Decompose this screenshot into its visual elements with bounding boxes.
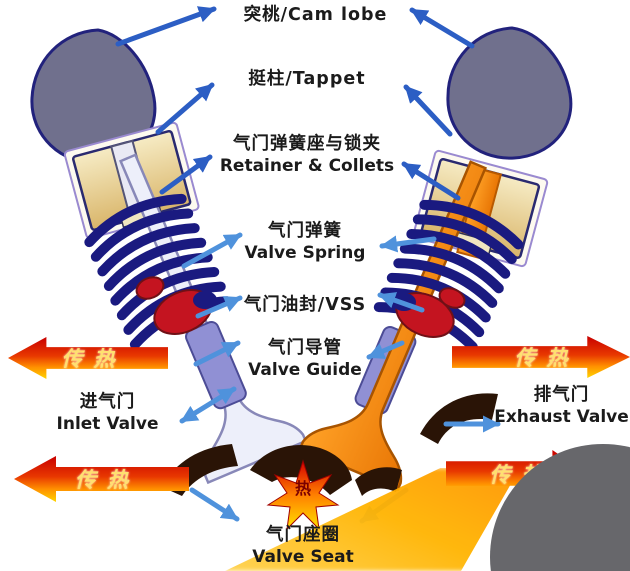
heat-transfer-label: 传热 [61, 347, 126, 371]
vss-label-text: 气门油封/VSS [243, 295, 367, 315]
vss-right-arrow [377, 292, 425, 313]
cam-lobe-right-shape [446, 26, 573, 160]
cam-lobe-label: 突桃/Cam lobe [228, 4, 403, 26]
inlet-valve-label: 进气门 Inlet Valve [35, 391, 180, 435]
valve-guide-label-zh: 气门导管 [268, 338, 342, 358]
heat-star: 热 [266, 459, 340, 531]
valve-spring-label: 气门弹簧 Valve Spring [240, 220, 370, 264]
heat-transfer-label: 传热 [75, 468, 139, 492]
tappet-label: 挺柱/Tappet [227, 68, 387, 90]
inlet-valve-label-en: Inlet Valve [56, 414, 159, 434]
guide-left-arrow [193, 340, 241, 367]
cam-lobe-label-text: 突桃/Cam lobe [243, 5, 388, 25]
heat-transfer-label: 传热 [514, 346, 579, 370]
vss-seal-left-shape [135, 276, 217, 335]
valve-seat-label-zh: 气门座圈 [266, 525, 340, 545]
vss-label: 气门油封/VSS [230, 294, 380, 316]
cam-lobe-left-arrow [115, 6, 217, 47]
valve-spring-label-zh: 气门弹簧 [268, 221, 342, 241]
inlet-valve-label-zh: 进气门 [79, 392, 136, 412]
spring-left-arrow [181, 232, 243, 269]
inlet-valve-arrow [179, 386, 237, 424]
tappet-left-arrow [155, 82, 215, 135]
tappet-label-text: 挺柱/Tappet [248, 69, 366, 89]
valve-seat-label: 气门座圈 Valve Seat [243, 524, 363, 568]
retainer-right-arrow [401, 161, 461, 201]
valve-guide-label: 气门导管 Valve Guide [235, 337, 375, 381]
valve-guide-label-en: Valve Guide [248, 360, 362, 380]
retainer-label-en: Retainer & Collets [219, 156, 395, 176]
valve-spring-label-en: Valve Spring [244, 243, 366, 263]
retainer-label: 气门弹簧座与锁夹 Retainer & Collets [212, 133, 402, 177]
heat-star-label: 热 [295, 479, 311, 498]
vss-left-arrow [195, 295, 243, 319]
cam-lobe-right-arrow [409, 7, 475, 49]
spring-right-arrow [379, 235, 437, 253]
exhaust-valve-label: 排气门 Exhaust Valve [493, 384, 630, 428]
guide-right-arrow [366, 340, 405, 360]
exhaust-valve-label-en: Exhaust Valve [494, 407, 629, 427]
retainer-label-zh: 气门弹簧座与锁夹 [233, 134, 381, 154]
tappet-right-arrow [403, 84, 453, 137]
retainer-left-arrow [159, 154, 213, 195]
valve-seat-label-en: Valve Seat [252, 547, 354, 567]
exhaust-valve-label-zh: 排气门 [533, 385, 590, 405]
seat-left-arrow [189, 487, 240, 522]
